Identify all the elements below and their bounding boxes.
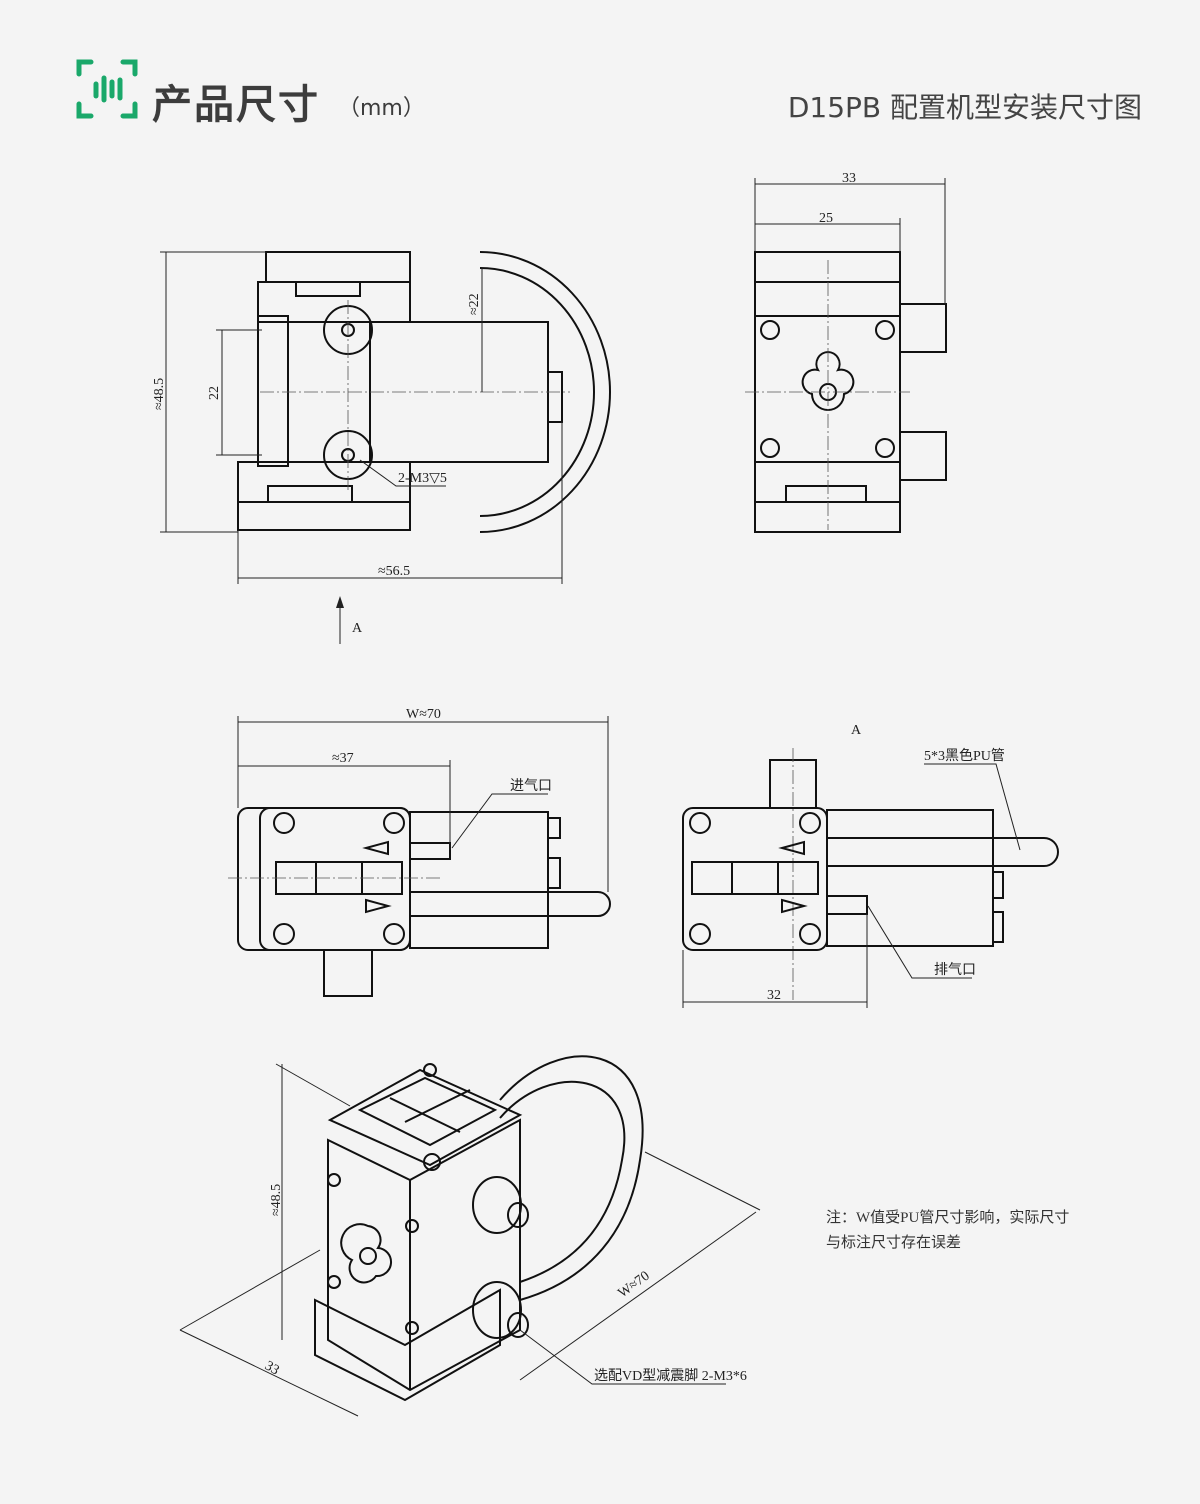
offset-dim: ≈22	[467, 293, 482, 315]
outlet-label: 排气口	[934, 962, 976, 978]
feet-callout: 选配VD型减震脚 2-M3*6	[594, 1368, 747, 1384]
top-view: ≈48.5 22 ≈22 2-M3▽5 ≈56.5 A	[152, 251, 611, 644]
page-title: 产品尺寸	[152, 82, 320, 128]
side-view: 33 25	[745, 171, 947, 533]
body-width-dim: 25	[819, 211, 833, 226]
dimension-note: 注：W值受PU管尺寸影响，实际尺寸 与标注尺寸存在误差	[826, 1206, 1069, 1256]
note-line-1: 注：W值受PU管尺寸影响，实际尺寸	[826, 1210, 1070, 1226]
iso-width-dim: W≈70	[616, 1269, 653, 1302]
view-a-label: A	[851, 723, 862, 738]
dimension-logo-icon	[76, 59, 138, 119]
length-dim: ≈56.5	[378, 564, 410, 579]
view-a: A 5*3黑色PU管 排气口 32	[682, 723, 1059, 1008]
hole-callout: 2-M3▽5	[398, 471, 447, 486]
drawing-title: D15PB 配置机型安装尺寸图	[787, 91, 1142, 124]
iso-view: ≈48.5 33 W≈70 选配VD型减震脚 2-M3*6	[179, 1055, 761, 1417]
inlet-label: 进气口	[510, 778, 552, 794]
outer-width-dim: 33	[842, 171, 856, 186]
top-height-dim: ≈48.5	[152, 378, 167, 410]
port-spacing-dim: 22	[207, 386, 222, 400]
view-arrow-label: A	[352, 621, 363, 636]
front-overall-width-dim: W≈70	[406, 707, 441, 722]
tube-label: 5*3黑色PU管	[924, 747, 1005, 764]
note-line-2: 与标注尺寸存在误差	[826, 1235, 962, 1251]
front-view: W≈70 ≈37 进气口	[228, 707, 611, 997]
inlet-dim: ≈37	[332, 751, 354, 766]
unit-label: （mm）	[338, 96, 425, 121]
iso-height-dim: ≈48.5	[269, 1184, 284, 1216]
view-a-width-dim: 32	[767, 988, 781, 1003]
iso-depth-dim: 33	[262, 1358, 282, 1378]
